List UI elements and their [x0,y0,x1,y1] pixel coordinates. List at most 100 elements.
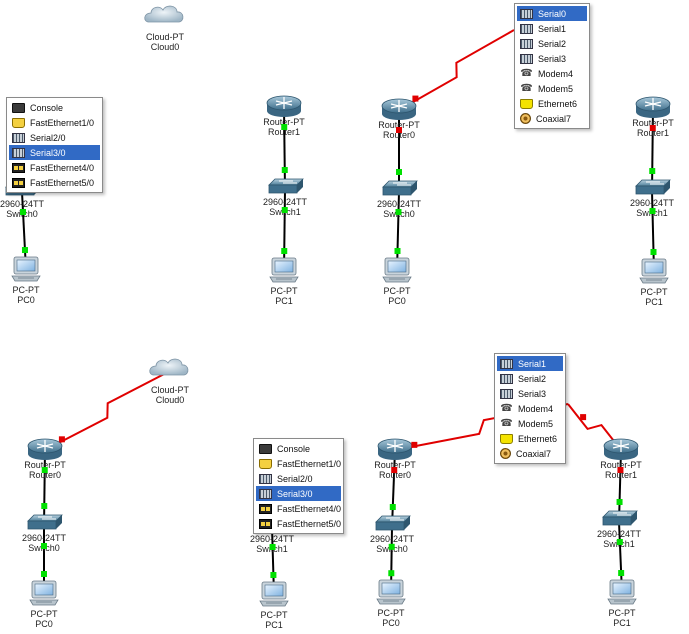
serial-port-icon [259,488,272,499]
port-menu-item-label: Serial3 [518,388,547,399]
port-menu-item[interactable]: ☎Modem5 [497,416,563,431]
port-menu-item[interactable]: FastEthernet1/0 [256,456,341,471]
link-status-light [388,570,395,577]
serial-port-icon [520,53,533,64]
port-menu-item-label: Modem5 [518,418,554,429]
device-model-label: Router-PT [374,460,416,470]
device-name-label: Router1 [268,127,300,137]
link-status-light [412,95,419,102]
device-name-label: Router1 [637,128,669,138]
serial-link[interactable] [398,29,515,111]
fastethernet-port-icon [12,117,25,128]
port-menu-item[interactable]: FastEthernet5/0 [9,175,100,190]
link-status-light [281,167,288,174]
port-menu-item[interactable]: Coaxial7 [497,446,563,461]
port-menu-item[interactable]: Serial0 [517,6,587,21]
port-menu-item[interactable]: Console [256,441,341,456]
coaxial-port-icon [520,113,531,124]
port-menu-item-label: Console [277,443,311,454]
port-menu-item[interactable]: Serial1 [497,356,563,371]
port-menu-item[interactable]: ☎Modem5 [517,81,587,96]
port-menu-item[interactable]: Ethernet6 [517,96,587,111]
device-name-label: PC1 [265,620,283,630]
port-menu-item[interactable]: Serial3/0 [9,145,100,160]
port-menu-item-label: FastEthernet4/0 [30,162,95,173]
serial-port-icon [500,388,513,399]
device-name-label: PC0 [382,618,400,628]
serial-link[interactable] [567,403,622,451]
port-menu-item[interactable]: Serial2 [497,371,563,386]
link-status-light [41,503,48,510]
link-status-light [649,168,656,175]
link-status-light [616,538,623,545]
device-model-label: PC-PT [271,286,299,296]
port-menu-item[interactable]: Serial3 [497,386,563,401]
port-menu-item[interactable]: Serial2/0 [9,130,100,145]
port-menu-item[interactable]: FastEthernet5/0 [256,516,341,531]
copper-link[interactable] [43,449,46,527]
port-menu-item[interactable]: Coaxial7 [517,111,587,126]
port-menu-item-label: Serial3/0 [30,147,66,158]
port-menu-item-label: Serial0 [538,8,567,19]
copper-link[interactable] [618,449,622,523]
port-menu-item-label: FastEthernet4/0 [277,503,342,514]
copper-link[interactable] [391,449,396,528]
device-name-label: Router0 [29,470,61,480]
fastethernet-switch-port-icon [259,518,272,529]
port-menu-item[interactable]: FastEthernet4/0 [9,160,100,175]
console-port-icon [259,443,272,454]
port-menu-item[interactable]: Serial2/0 [256,471,341,486]
link-status-light [389,504,396,511]
port-menu-item[interactable]: Serial3/0 [256,486,341,501]
port-menu-item[interactable]: FastEthernet4/0 [256,501,341,516]
copper-link[interactable] [283,189,286,272]
port-menu-item[interactable]: Serial3 [517,51,587,66]
copper-link[interactable] [283,106,286,191]
fastethernet-switch-port-icon [12,162,25,173]
port-menu-item[interactable]: FastEthernet1/0 [9,115,100,130]
port-menu-item[interactable]: Console [9,100,100,115]
link-status-light [391,466,398,473]
port-menu-item-label: FastEthernet5/0 [277,518,342,529]
device-name-label: Cloud0 [156,395,185,405]
port-menu-item[interactable]: Serial2 [517,36,587,51]
port-menu-item[interactable]: ☎Modem4 [497,401,563,416]
link-status-light [20,208,27,215]
device-model-label: Cloud-PT [146,32,185,42]
link-status-light [394,248,401,255]
port-menu-item[interactable]: Ethernet6 [497,431,563,446]
link-status-light [649,124,656,131]
port-menu-item-label: FastEthernet1/0 [30,117,95,128]
serial-link[interactable] [44,370,171,451]
device-name-label: Router0 [383,130,415,140]
device-name-label: PC0 [17,295,35,305]
copper-link[interactable] [651,190,655,273]
port-menu-item[interactable]: Serial1 [517,21,587,36]
link-status-light [396,127,402,133]
copper-link[interactable] [651,107,654,192]
link-status-light [580,414,587,421]
port-menu-item-label: Serial3/0 [277,488,313,499]
link-status-light [41,571,47,577]
port-menu-item[interactable]: ☎Modem4 [517,66,587,81]
